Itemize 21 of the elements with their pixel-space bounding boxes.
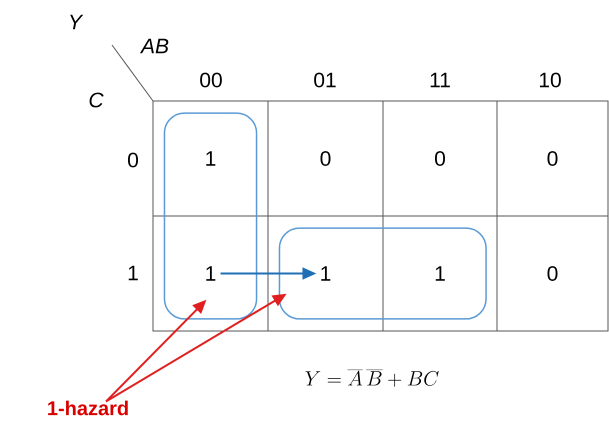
variable-label: AB [140,38,168,54]
column-header: 11 [430,72,450,88]
hazard-label: 1-hazard [48,400,128,416]
variable-label: C [90,92,104,108]
column-header: 10 [540,72,561,88]
function-label: Y [70,14,84,30]
cell-value: 1 [436,266,445,281]
column-header: 00 [200,72,222,88]
cell-value: 1 [206,151,216,166]
cell-value: 0 [547,266,558,281]
group-loop [164,112,258,320]
cell-value: 0 [320,151,331,166]
cell-value: 0 [434,151,446,166]
cell-value: 0 [547,151,558,166]
cell-value: 1 [206,266,216,281]
row-header: 1 [128,266,138,280]
column-header: 01 [314,72,336,88]
group-loop [278,227,487,320]
cell-value: 1 [321,266,330,281]
row-header: 0 [128,152,138,168]
equation: $Y=\overline{A}\,\overline{B}+BC$ [305,370,439,387]
